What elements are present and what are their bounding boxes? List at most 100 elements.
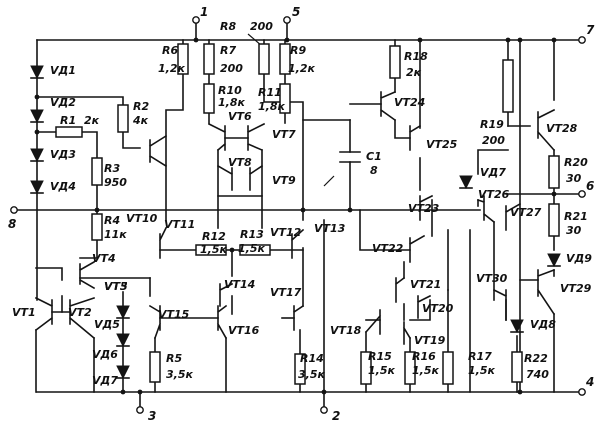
diode-label: VД7 [480, 166, 506, 179]
resistor-label: R6 [162, 44, 178, 57]
transistor-label-vt7: VT7 [272, 128, 296, 141]
resistor-label: R17 [468, 350, 492, 363]
resistor-r8: R8 200 [220, 20, 273, 75]
resistor-r1: R1 2к [55, 114, 100, 138]
resistor-label: R10 [218, 84, 242, 97]
transistor-label-vt5: VT5 [104, 280, 128, 293]
transistor-label-vt19: VT19 [414, 334, 446, 347]
resistor-label: R13 [240, 228, 264, 241]
diode-label: VД4 [50, 180, 76, 193]
transistor-label-vt1: VT1 [12, 306, 36, 319]
pin-5: 5 [283, 5, 300, 24]
resistor-r5: R53,5к [149, 351, 193, 383]
resistor-value: 1,5к [468, 364, 495, 377]
diode-vd9: VД9 [547, 252, 592, 268]
resistor-value: 1,5к [200, 243, 227, 256]
transistor-label-vt30: VT30 [476, 272, 508, 285]
resistor-value: 30 [566, 172, 582, 185]
resistor-r9: R9 1,2к [279, 43, 315, 75]
pin-3: 3 [136, 406, 156, 423]
diode-vd5: VД5 [94, 305, 130, 331]
diode-vd1: VД1 [30, 64, 76, 80]
resistor-value: 200 [220, 62, 243, 75]
resistor-label: R14 [300, 352, 324, 365]
resistor-label: R16 [412, 350, 436, 363]
pin-label: 1 [200, 5, 208, 19]
transistor-label-vt4: VT4 [92, 252, 116, 265]
resistor-value: 200 [482, 134, 505, 147]
transistor-label-vt23: VT23 [408, 202, 440, 215]
diode-label: VД3 [50, 148, 76, 161]
transistor-label-vt16: VT16 [228, 324, 260, 337]
resistor-value: 950 [104, 176, 127, 189]
resistor-label: R7 [220, 44, 236, 57]
diode-vd8: VД8 [510, 318, 556, 334]
transistor-label-vt22: VT22 [372, 242, 404, 255]
resistor-value: 2к [84, 114, 100, 127]
transistor-label-vt14: VT14 [224, 278, 255, 291]
diode-vd3: VД3 [30, 148, 76, 163]
transistor-bodies [34, 90, 556, 345]
transistor-label-vt26: VT26 [478, 188, 510, 201]
diode-vd2: VД2 [30, 96, 76, 124]
resistor-label: R15 [368, 350, 392, 363]
pin-label: 5 [292, 5, 300, 19]
transistor-label-vt24: VT24 [394, 96, 425, 109]
resistor-value: 1,2к [288, 62, 315, 75]
resistor-label: R18 [404, 50, 428, 63]
resistor-value: 30 [566, 224, 582, 237]
transistor-label-vt21: VT21 [410, 278, 441, 291]
diode-label: VД8 [530, 318, 556, 331]
junctions [34, 37, 557, 395]
resistor-value: 1,2к [158, 62, 185, 75]
resistor-value: 740 [526, 368, 549, 381]
transistor-label-vt2: VT2 [68, 306, 92, 319]
pin-6: 6 [578, 179, 594, 198]
transistor-label-vt27: VT27 [510, 206, 542, 219]
capacitor-c1: C1 8 [323, 150, 382, 187]
pin-label: 6 [586, 179, 594, 193]
diode-vd6: VД6 [92, 333, 130, 361]
resistor-label: R2 [133, 100, 149, 113]
transistor-label-vt10: VT10 [126, 212, 158, 225]
resistor-value: 1,5к [368, 364, 395, 377]
transistor-label-vt13: VT13 [314, 222, 346, 235]
transistor-label-vt9: VT9 [272, 174, 296, 187]
capacitor-value: 8 [370, 164, 378, 177]
resistor-label: R12 [202, 230, 226, 243]
resistor-value: 200 [250, 20, 273, 33]
transistor-label-vt12: VT12 [270, 226, 302, 239]
resistor-label: R20 [564, 156, 588, 169]
transistor-label-vt8: VT8 [228, 156, 252, 169]
transistor-label-vt11: VT11 [164, 218, 195, 231]
resistor-label: R22 [524, 352, 548, 365]
resistor-label: R8 [220, 20, 236, 33]
transistor-label-vt17: VT17 [270, 286, 302, 299]
resistor-label: R1 [60, 114, 76, 127]
resistor-label: R9 [290, 44, 306, 57]
resistor-label: R21 [564, 210, 588, 223]
resistor-value: 1,5к [238, 242, 265, 255]
diode-label: VД6 [92, 348, 118, 361]
pin-label: 8 [8, 217, 16, 231]
resistor-value: 11к [104, 228, 127, 241]
diode-vd4: VД4 [30, 180, 76, 195]
resistor-value: 1,8к [258, 100, 285, 113]
